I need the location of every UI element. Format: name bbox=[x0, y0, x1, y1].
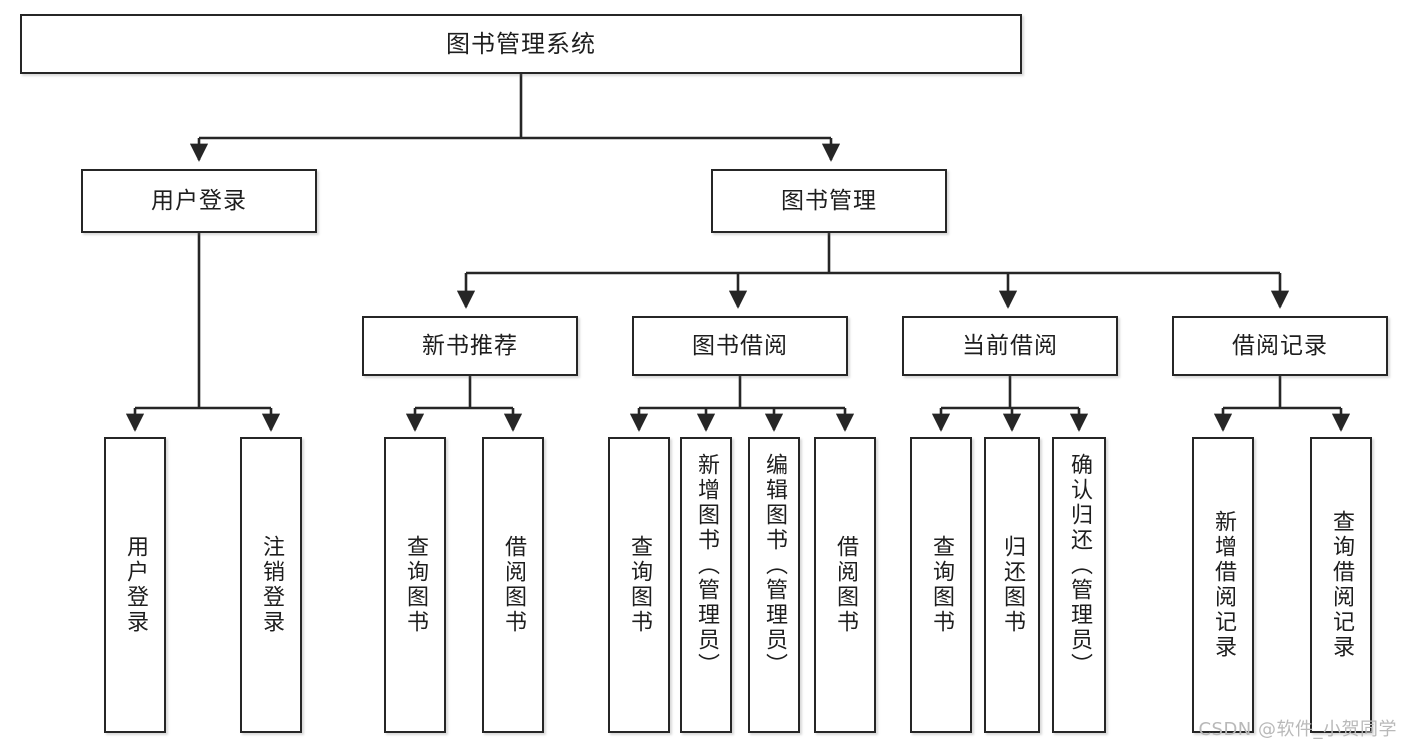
node-leaf-add-borrow-record[interactable]: 新增借阅记录 bbox=[1192, 437, 1254, 733]
node-current-borrow[interactable]: 当前借阅 bbox=[902, 316, 1118, 376]
node-leaf-return-book-label: 归还图书 bbox=[1000, 535, 1025, 635]
node-leaf-borrow-book-2[interactable]: 借阅图书 bbox=[814, 437, 876, 733]
node-leaf-confirm-return-admin-label: 确认归还（管理员） bbox=[1067, 453, 1092, 678]
node-leaf-add-book-admin[interactable]: 新增图书（管理员） bbox=[680, 437, 732, 733]
node-leaf-user-login[interactable]: 用户登录 bbox=[104, 437, 166, 733]
node-leaf-logout-login[interactable]: 注销登录 bbox=[240, 437, 302, 733]
node-leaf-query-book-2-label: 查询图书 bbox=[627, 535, 652, 635]
node-book-borrow[interactable]: 图书借阅 bbox=[632, 316, 848, 376]
node-leaf-query-borrow-record-label: 查询借阅记录 bbox=[1329, 510, 1354, 660]
node-leaf-query-book-3-label: 查询图书 bbox=[929, 535, 954, 635]
node-leaf-borrow-book-1-label: 借阅图书 bbox=[501, 535, 526, 635]
node-leaf-confirm-return-admin[interactable]: 确认归还（管理员） bbox=[1052, 437, 1106, 733]
node-user-login[interactable]: 用户登录 bbox=[81, 169, 317, 233]
node-leaf-add-borrow-record-label: 新增借阅记录 bbox=[1211, 510, 1236, 660]
node-leaf-borrow-book-2-label: 借阅图书 bbox=[833, 535, 858, 635]
node-new-book-recommend-label: 新书推荐 bbox=[422, 332, 518, 359]
node-leaf-logout-login-label: 注销登录 bbox=[259, 535, 284, 635]
node-leaf-edit-book-admin[interactable]: 编辑图书（管理员） bbox=[748, 437, 800, 733]
node-leaf-query-book-2[interactable]: 查询图书 bbox=[608, 437, 670, 733]
node-current-borrow-label: 当前借阅 bbox=[962, 332, 1058, 359]
node-leaf-edit-book-admin-label: 编辑图书（管理员） bbox=[762, 453, 787, 678]
node-book-borrow-label: 图书借阅 bbox=[692, 332, 788, 359]
node-leaf-query-book-1[interactable]: 查询图书 bbox=[384, 437, 446, 733]
node-root[interactable]: 图书管理系统 bbox=[20, 14, 1022, 74]
node-root-label: 图书管理系统 bbox=[446, 30, 596, 58]
node-leaf-query-book-1-label: 查询图书 bbox=[403, 535, 428, 635]
node-leaf-query-borrow-record[interactable]: 查询借阅记录 bbox=[1310, 437, 1372, 733]
node-borrow-record-label: 借阅记录 bbox=[1232, 332, 1328, 359]
node-leaf-add-book-admin-label: 新增图书（管理员） bbox=[694, 453, 719, 678]
node-book-manage[interactable]: 图书管理 bbox=[711, 169, 947, 233]
node-leaf-return-book[interactable]: 归还图书 bbox=[984, 437, 1040, 733]
node-user-login-label: 用户登录 bbox=[151, 187, 247, 214]
node-book-manage-label: 图书管理 bbox=[781, 187, 877, 214]
node-borrow-record[interactable]: 借阅记录 bbox=[1172, 316, 1388, 376]
node-leaf-borrow-book-1[interactable]: 借阅图书 bbox=[482, 437, 544, 733]
node-new-book-recommend[interactable]: 新书推荐 bbox=[362, 316, 578, 376]
node-leaf-query-book-3[interactable]: 查询图书 bbox=[910, 437, 972, 733]
watermark-text: CSDN @软件_小贺同学 bbox=[1198, 719, 1397, 740]
node-leaf-user-login-label: 用户登录 bbox=[123, 535, 148, 635]
